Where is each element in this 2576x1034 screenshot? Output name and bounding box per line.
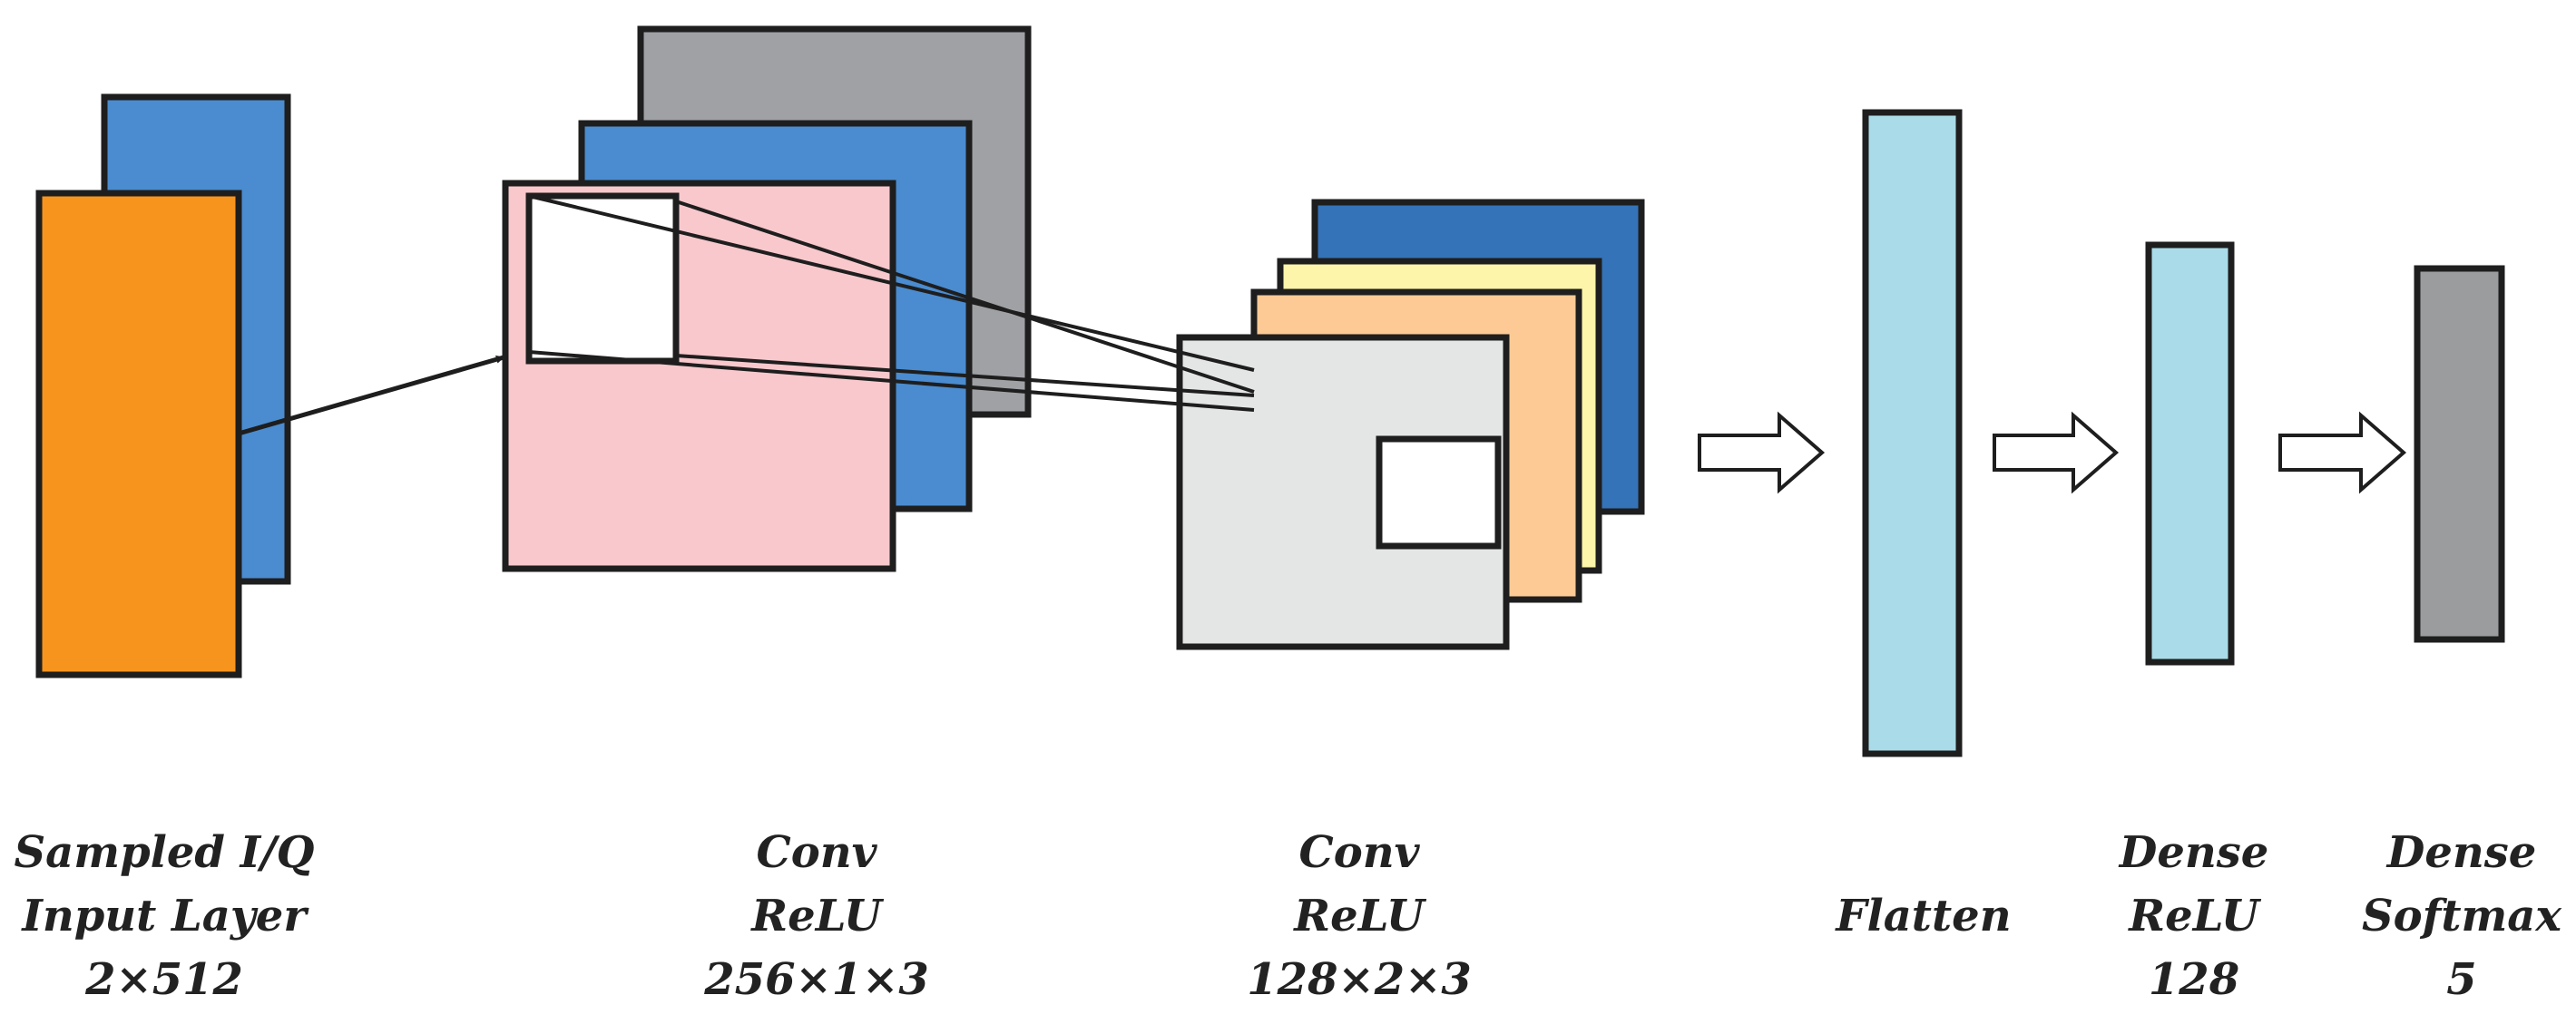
stage-label-line: 128 <box>2148 954 2240 1005</box>
stage-label-dense-relu: Dense ReLU 128 <box>2022 821 2366 1011</box>
stage-label-line: 256×1×3 <box>704 954 929 1005</box>
flatten-layer-bar <box>1862 109 1963 757</box>
stage-label-conv1: Conv ReLU 256×1×3 <box>644 821 989 1011</box>
stage-label-line: 5 <box>2446 954 2477 1005</box>
conv1-kernel-window <box>525 192 680 365</box>
stage-label-line: Conv <box>1298 827 1420 878</box>
conv2-feature-maps <box>1176 199 1645 650</box>
stage-label-line: Softmax <box>2361 891 2561 941</box>
input-layer-block <box>35 93 291 678</box>
receptive-field-lines <box>528 194 1255 412</box>
stage-label-input: Sampled I/Q Input Layer 2×512 <box>0 821 337 1011</box>
stage-label-flatten: Flatten <box>1751 884 2096 948</box>
dense-relu-layer-bar <box>2145 241 2235 666</box>
input-channel-i <box>35 190 242 678</box>
dense-softmax-layer-bar <box>2414 265 2505 643</box>
hollow-arrow-icon <box>1698 411 1826 494</box>
hollow-arrow-icon <box>1993 411 2120 494</box>
stage-label-line: Sampled I/Q <box>14 827 315 878</box>
stage-label-line: Conv <box>756 827 877 878</box>
conv1-feature-maps <box>502 25 1032 572</box>
hollow-arrow-icon <box>2278 411 2407 494</box>
stage-label-line: Input Layer <box>22 891 307 941</box>
stage-label-line: Dense <box>2386 827 2537 878</box>
solid-arrow-icon <box>238 355 504 436</box>
stage-label-line: Flatten <box>1836 891 2012 941</box>
stage-label-dense-softmax: Dense Softmax 5 <box>2289 821 2576 1011</box>
stage-label-line: ReLU <box>751 891 882 941</box>
stage-label-line: 2×512 <box>85 954 243 1005</box>
stage-label-conv2: Conv ReLU 128×2×3 <box>1187 821 1532 1011</box>
stage-label-line: ReLU <box>1294 891 1425 941</box>
conv2-kernel-window <box>1376 435 1502 550</box>
stage-label-line: ReLU <box>2129 891 2259 941</box>
stage-label-line: 128×2×3 <box>1247 954 1472 1005</box>
stage-label-line: Dense <box>2119 827 2269 878</box>
